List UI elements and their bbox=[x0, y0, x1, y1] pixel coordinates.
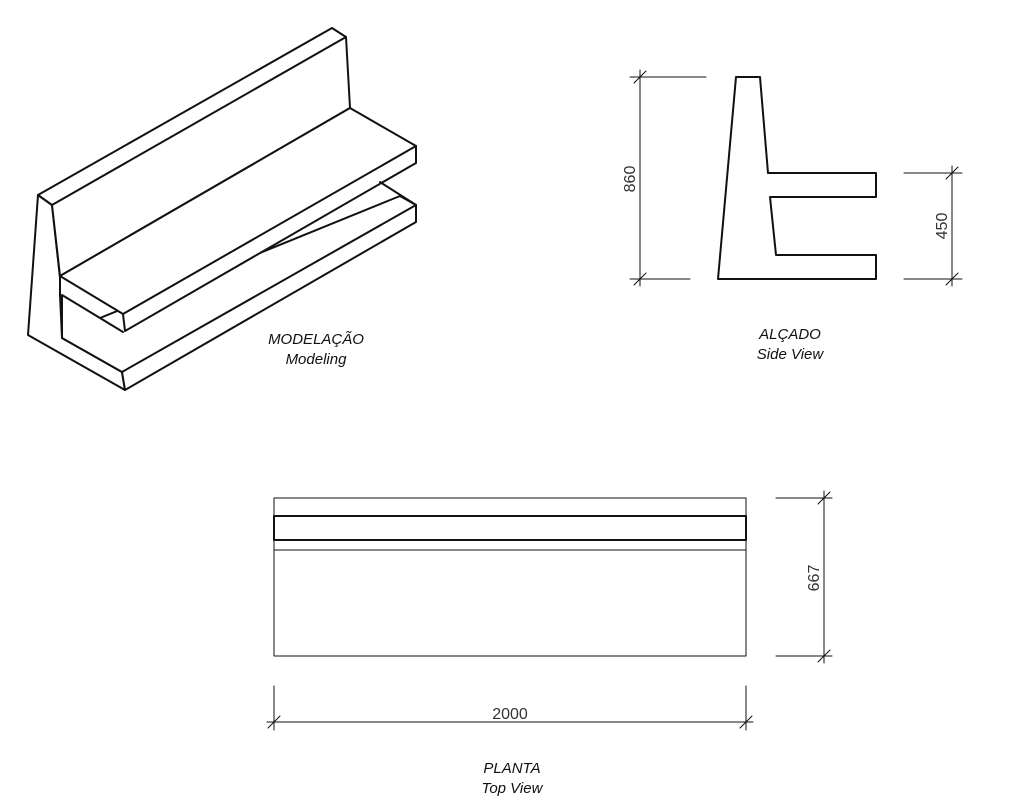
iso-seat-edge bbox=[122, 145, 417, 315]
height-dimension-label: 860 bbox=[622, 166, 639, 193]
modeling-subtitle: Modeling bbox=[286, 351, 348, 368]
side-view-profile bbox=[717, 76, 877, 280]
seat-height-dimension-label: 450 bbox=[934, 213, 951, 240]
side-view-subtitle: Side View bbox=[757, 346, 825, 363]
length-dimension-label: 2000 bbox=[492, 706, 528, 723]
iso-backrest-edge bbox=[51, 36, 347, 206]
isometric-model bbox=[27, 27, 417, 391]
side-view-title: ALÇADO bbox=[758, 326, 821, 343]
dimension-length bbox=[266, 685, 754, 731]
top-view-plan bbox=[273, 497, 747, 657]
dimension-seat-height bbox=[903, 165, 963, 287]
iso-shelf-back-edge bbox=[379, 181, 417, 206]
iso-lower-inner bbox=[99, 317, 124, 333]
depth-dimension-label: 667 bbox=[806, 565, 823, 592]
modeling-title: MODELAÇÃO bbox=[268, 331, 364, 348]
iso-lower-shelf-edge bbox=[121, 204, 417, 373]
top-view-subtitle: Top View bbox=[482, 780, 544, 797]
dimension-height bbox=[629, 69, 707, 287]
dimension-depth bbox=[775, 490, 833, 664]
top-view-title: PLANTA bbox=[483, 760, 540, 777]
